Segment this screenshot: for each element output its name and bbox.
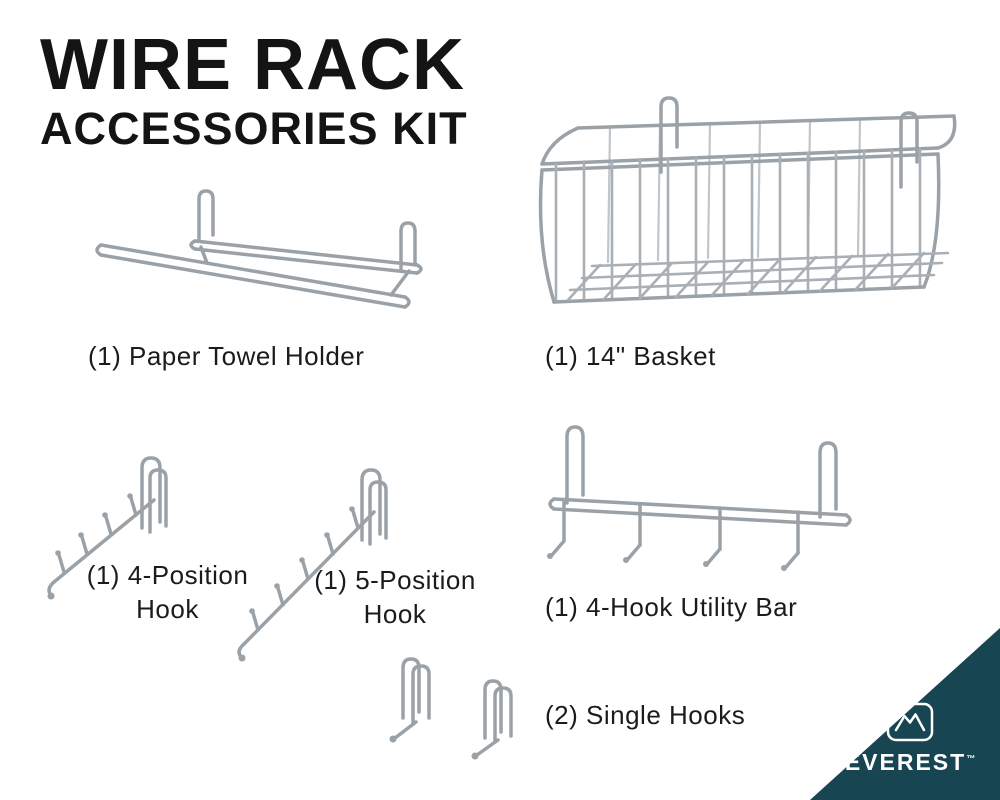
paper-towel-holder-illustration xyxy=(95,185,435,335)
basket-back-wires xyxy=(606,117,862,264)
five-position-hook-label-line2: Hook xyxy=(363,599,427,629)
page-title-line1: WIRE RACK xyxy=(40,25,465,105)
four-position-hook-label: (1) 4-Position Hook xyxy=(55,558,280,626)
five-position-hook-label-line1: (1) 5-Position xyxy=(314,565,476,595)
page-title: WIRE RACK ACCESSORIES KIT xyxy=(40,28,468,154)
basket-rim xyxy=(540,114,957,172)
utility-bar-drawing xyxy=(547,425,852,571)
paper-towel-holder-wires xyxy=(95,189,423,309)
brand-name-text: EVEREST xyxy=(844,749,967,775)
basket-bottom-frame xyxy=(538,152,941,304)
page-title-line2: ACCESSORIES KIT xyxy=(40,103,468,154)
paper-towel-holder-label: (1) Paper Towel Holder xyxy=(88,341,365,371)
basket-drawing xyxy=(538,96,957,304)
four-position-hook-label-line2: Hook xyxy=(136,594,199,624)
mountain-logo-icon xyxy=(886,702,934,742)
five-position-hook-label: (1) 5-Position Hook xyxy=(300,563,490,631)
single-hooks-label: (2) Single Hooks xyxy=(545,700,746,730)
single-hook-2 xyxy=(475,679,513,757)
four-position-hook-label-line1: (1) 4-Position xyxy=(86,560,249,590)
basket-label: (1) 14" Basket xyxy=(545,341,716,371)
single-hook-1 xyxy=(393,657,431,740)
utility-bar-wires xyxy=(548,425,852,569)
four-position-hook-wires xyxy=(47,456,168,597)
basket-illustration xyxy=(530,72,960,332)
brand-name: EVEREST™ xyxy=(842,749,978,776)
four-position-hook-illustration xyxy=(30,440,180,610)
basket-bottom-grid xyxy=(566,251,950,302)
five-position-hook-drawing xyxy=(237,468,388,662)
utility-bar-illustration xyxy=(540,415,860,585)
utility-bar-label: (1) 4-Hook Utility Bar xyxy=(545,592,798,622)
five-position-hook-illustration xyxy=(210,450,400,680)
brand-trademark: ™ xyxy=(966,753,976,764)
four-position-hook-drawing xyxy=(47,456,168,600)
paper-towel-holder-drawing xyxy=(95,189,423,309)
basket-hooks xyxy=(659,96,919,189)
single-hooks-drawing xyxy=(389,657,513,760)
brand-lockup: EVEREST™ xyxy=(842,701,978,776)
single-hooks-illustration xyxy=(355,648,535,763)
